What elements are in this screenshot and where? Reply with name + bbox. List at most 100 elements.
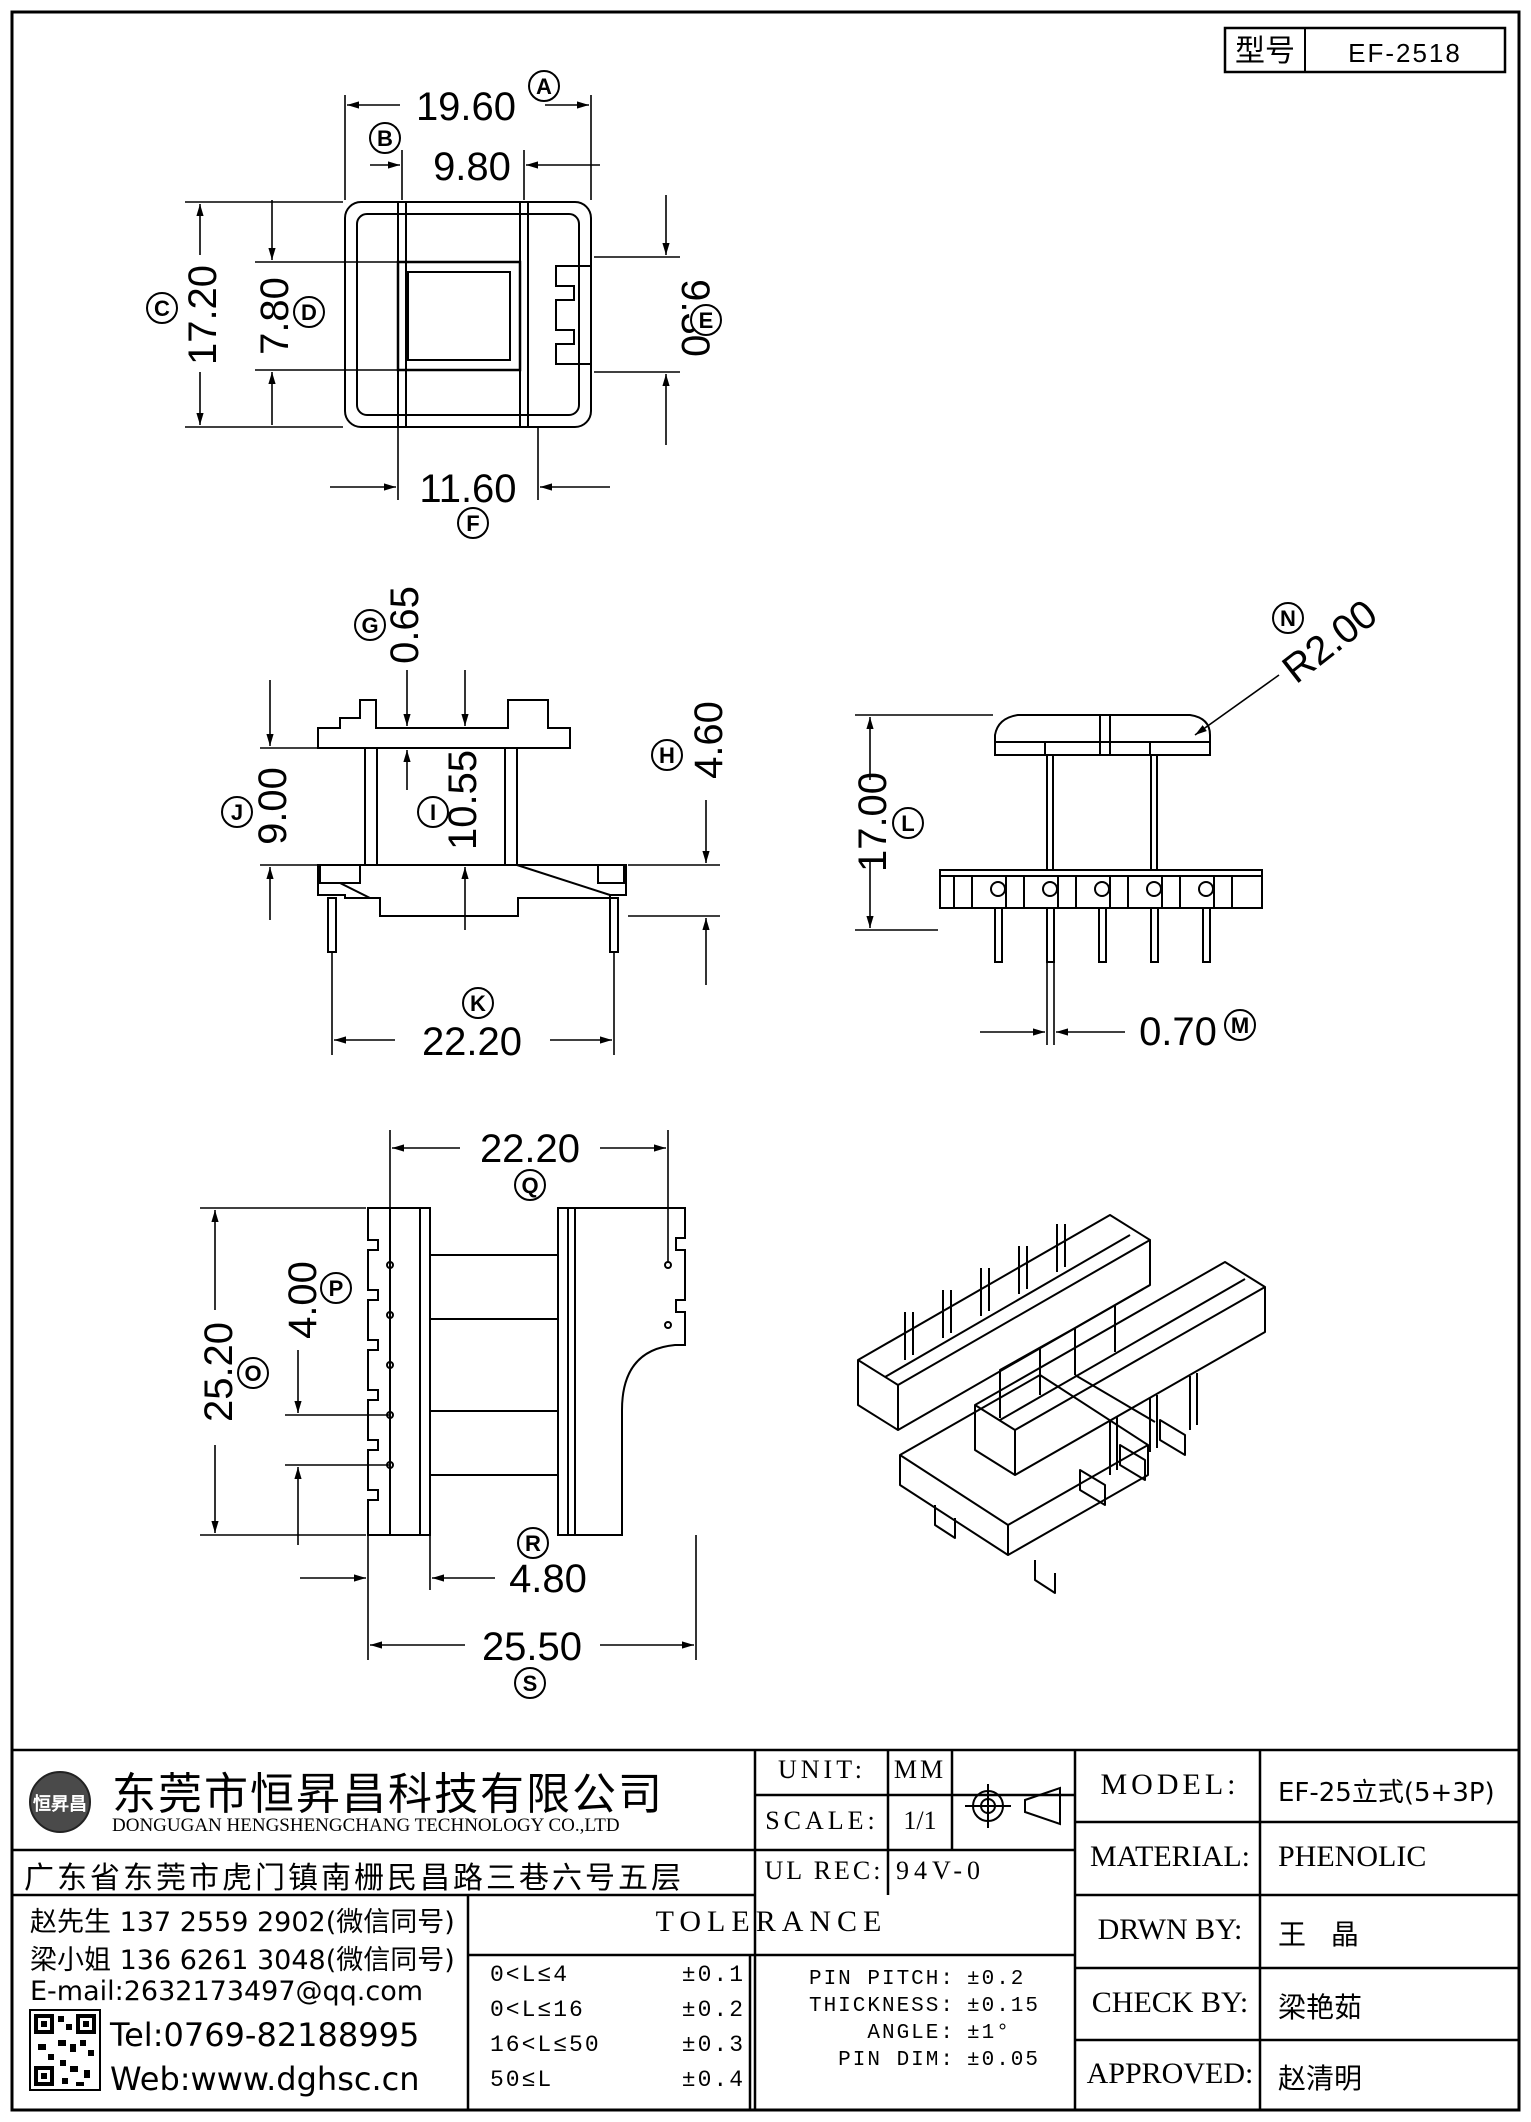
front-view-dimensions: [260, 670, 720, 1055]
bottom-view: [367, 1207, 686, 1536]
top-view-dimensions: [185, 95, 680, 500]
dim-letter-G-text: G: [361, 613, 378, 638]
contact-1: 赵先生 137 2559 2902(微信同号): [30, 1907, 455, 1938]
model-value: EF-25立式(5+3P): [1278, 1778, 1495, 1808]
company-address: 广东省东莞市虎门镇南栅民昌路三巷六号五层: [24, 1861, 684, 1896]
dim-letter-J-text: J: [231, 800, 243, 825]
dim-value-M: 0.70: [1139, 1010, 1217, 1054]
dim-letter-Q-text: Q: [521, 1173, 538, 1198]
company-email: E-mail:2632173497@qq.com: [30, 1976, 424, 2007]
dim-letter-N-text: N: [1280, 606, 1296, 631]
tolerance-row: 50≤L±0.4: [490, 2067, 745, 2102]
model-label: MODEL:: [1100, 1768, 1240, 1801]
material-value: PHENOLIC: [1278, 1840, 1427, 1873]
dim-letter-C-text: C: [154, 296, 170, 321]
dim-letter-K-text: K: [470, 991, 486, 1016]
dim-letter-B: B: [369, 122, 401, 154]
dim-letter-P-text: P: [329, 1276, 344, 1301]
tolerance-value: ±0.4: [681, 2067, 745, 2093]
dim-value-O: 25.20: [197, 1322, 241, 1422]
check-value: 梁艳茹: [1278, 1991, 1363, 2024]
drawn-label: DRWN BY:: [1097, 1913, 1243, 1946]
dim-letter-M: M: [1224, 1009, 1256, 1041]
company-logo-text: 恒昇昌: [33, 1793, 87, 1814]
dim-value-G: 0.65: [383, 586, 427, 664]
dim-letter-S: S: [514, 1667, 546, 1699]
unit-label: UNIT:: [777, 1755, 867, 1784]
dim-letter-E: E: [690, 304, 722, 336]
drawing-border: [10, 10, 1521, 2112]
dim-letter-P: P: [320, 1272, 352, 1304]
dim-value-S: 25.50: [482, 1625, 582, 1669]
dim-value-H: 4.60: [687, 701, 731, 779]
tolerance-row: 0<L≤16±0.2: [490, 1997, 745, 2032]
dim-value-P: 4.00: [281, 1261, 325, 1339]
dim-letter-O: O: [237, 1357, 269, 1389]
tolerance-extra-label: PIN PITCH:: [808, 1968, 955, 1991]
projection-symbol-icon: [965, 1784, 1061, 1828]
dim-value-C: 17.20: [181, 265, 225, 365]
company-tel: Tel:0769-82188995: [110, 2016, 420, 2054]
approved-value: 赵清明: [1278, 2062, 1363, 2095]
tolerance-extra-label: PIN DIM:: [838, 2049, 955, 2072]
title-block: [12, 1748, 1519, 2110]
dim-letter-F-text: F: [466, 511, 479, 536]
contact-2: 梁小姐 136 6261 3048(微信同号): [30, 1945, 455, 1976]
dim-letter-R-text: R: [525, 1531, 541, 1556]
dim-value-A: 19.60: [416, 85, 516, 129]
scale-label: SCALE:: [765, 1806, 879, 1835]
tolerance-extra-label: ANGLE:: [867, 2022, 955, 2045]
qr-code-icon: [29, 2009, 101, 2091]
tolerance-extra: PIN PITCH:±0.2 THICKNESS:±0.15 ANGLE:±1°…: [760, 1968, 1065, 2076]
dim-letter-Q: Q: [514, 1169, 546, 1201]
tolerance-extra-label: THICKNESS:: [808, 1995, 955, 2018]
tolerance-extra-value: ±1°: [967, 2022, 1011, 2045]
bottom-view-dim-text: 25.20 4.00 22.20 4.80 25.50: [197, 1127, 587, 1669]
dim-letter-H-text: H: [659, 743, 675, 768]
company-web: Web:www.dghsc.cn: [110, 2060, 420, 2098]
front-view: [317, 699, 627, 953]
company-logo-icon: 恒昇昌: [29, 1771, 91, 1833]
dim-letter-L: L: [892, 807, 924, 839]
side-view-dimensions: [855, 674, 1280, 1045]
approved-label: APPROVED:: [1086, 2057, 1254, 2090]
dim-letter-D-text: D: [301, 300, 317, 325]
top-view-dim-text: 19.60 9.80 17.20 7.80 9.30 11.60: [181, 85, 717, 511]
dim-letter-L-text: L: [901, 811, 914, 836]
tolerance-range: 0<L≤4: [490, 1962, 570, 1988]
bottom-view-dimensions: [200, 1130, 697, 1660]
material-label: MATERIAL:: [1090, 1840, 1250, 1873]
tolerance-extra-value: ±0.05: [967, 2049, 1041, 2072]
tolerance-extra-row: THICKNESS:±0.15: [760, 1995, 1065, 2022]
dim-letter-N: N: [1272, 602, 1304, 634]
company-name-cn: 东莞市恒昇昌科技有限公司: [112, 1769, 664, 1820]
dim-value-K: 22.20: [422, 1020, 522, 1064]
ulrec-label: UL REC:: [764, 1856, 884, 1885]
tolerance-value: ±0.3: [681, 2032, 745, 2058]
model-header-value: EF-2518: [1348, 38, 1462, 68]
dim-letter-K: K: [462, 987, 494, 1019]
dim-letter-F: F: [457, 507, 489, 539]
dim-letter-S-text: S: [523, 1671, 538, 1696]
tolerance-value: ±0.1: [681, 1962, 745, 1988]
tolerance-extra-row: ANGLE: ±1°: [760, 2022, 1065, 2049]
scale-value: 1/1: [903, 1806, 937, 1835]
drawn-value: 王 晶: [1278, 1918, 1367, 1951]
tolerance-row: 0<L≤4 ±0.1: [490, 1962, 745, 1997]
tolerance-extra-row: PIN DIM: ±0.05: [760, 2049, 1065, 2076]
dim-letter-I-text: I: [430, 800, 436, 825]
tolerance-row: 16<L≤50±0.3: [490, 2032, 745, 2067]
dim-value-R: 4.80: [509, 1557, 587, 1601]
dim-letter-C: C: [146, 292, 178, 324]
dim-letter-A-text: A: [536, 74, 552, 99]
model-header: 型号 EF-2518: [1223, 26, 1507, 74]
dim-value-D: 7.80: [253, 277, 297, 355]
check-label: CHECK BY:: [1091, 1986, 1249, 2019]
company-name-en: DONGUGAN HENGSHENGCHANG TECHNOLOGY CO.,L…: [112, 1815, 620, 1836]
dim-letter-R: R: [517, 1527, 549, 1559]
tolerance-rows: 0<L≤4 ±0.1 0<L≤16±0.2 16<L≤50±0.3 50≤L±0.…: [490, 1962, 745, 2102]
dim-value-I: 10.55: [441, 750, 485, 850]
dim-letter-M-text: M: [1231, 1013, 1249, 1038]
dim-value-B: 9.80: [433, 145, 511, 189]
